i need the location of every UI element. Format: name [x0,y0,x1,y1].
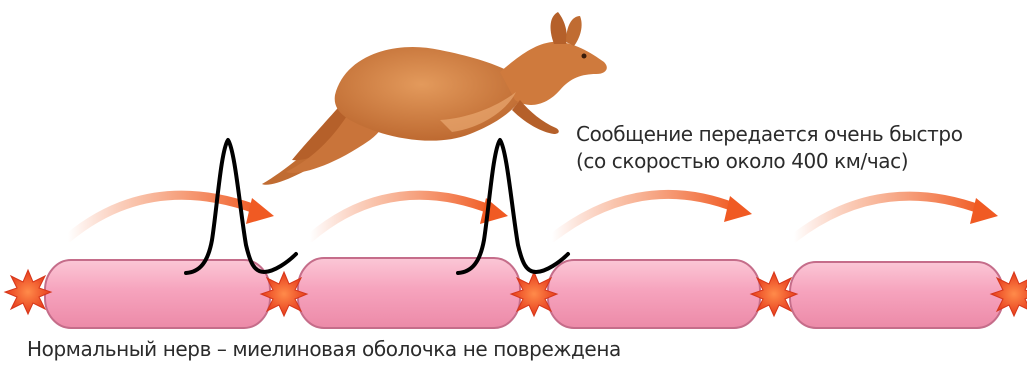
jump-arrow-2 [310,195,508,238]
action-potential-spike-1 [186,140,296,273]
conduction-speed-caption-line-1: Сообщение передается очень быстро [576,121,963,148]
conduction-speed-caption: Сообщение передается очень быстро (со ск… [576,121,963,175]
myelin-segment-1 [45,260,270,328]
jump-arrow-4 [794,196,998,238]
normal-nerve-caption: Нормальный нерв – миелиновая оболочка не… [27,336,621,362]
starburst-node-icon [511,272,557,316]
myelin-segment-3 [548,260,760,328]
starburst-node-icon [5,270,51,314]
starburst-node-icon [261,272,307,316]
myelin-segment-4 [790,262,1003,328]
conduction-speed-caption-line-2: (со скоростью около 400 км/час) [576,148,963,175]
kangaroo-icon [262,12,607,185]
starburst-node-icon [751,272,797,316]
jump-arrows [68,194,998,238]
myelin-segment-2 [298,258,520,328]
jump-arrow-3 [552,194,752,238]
